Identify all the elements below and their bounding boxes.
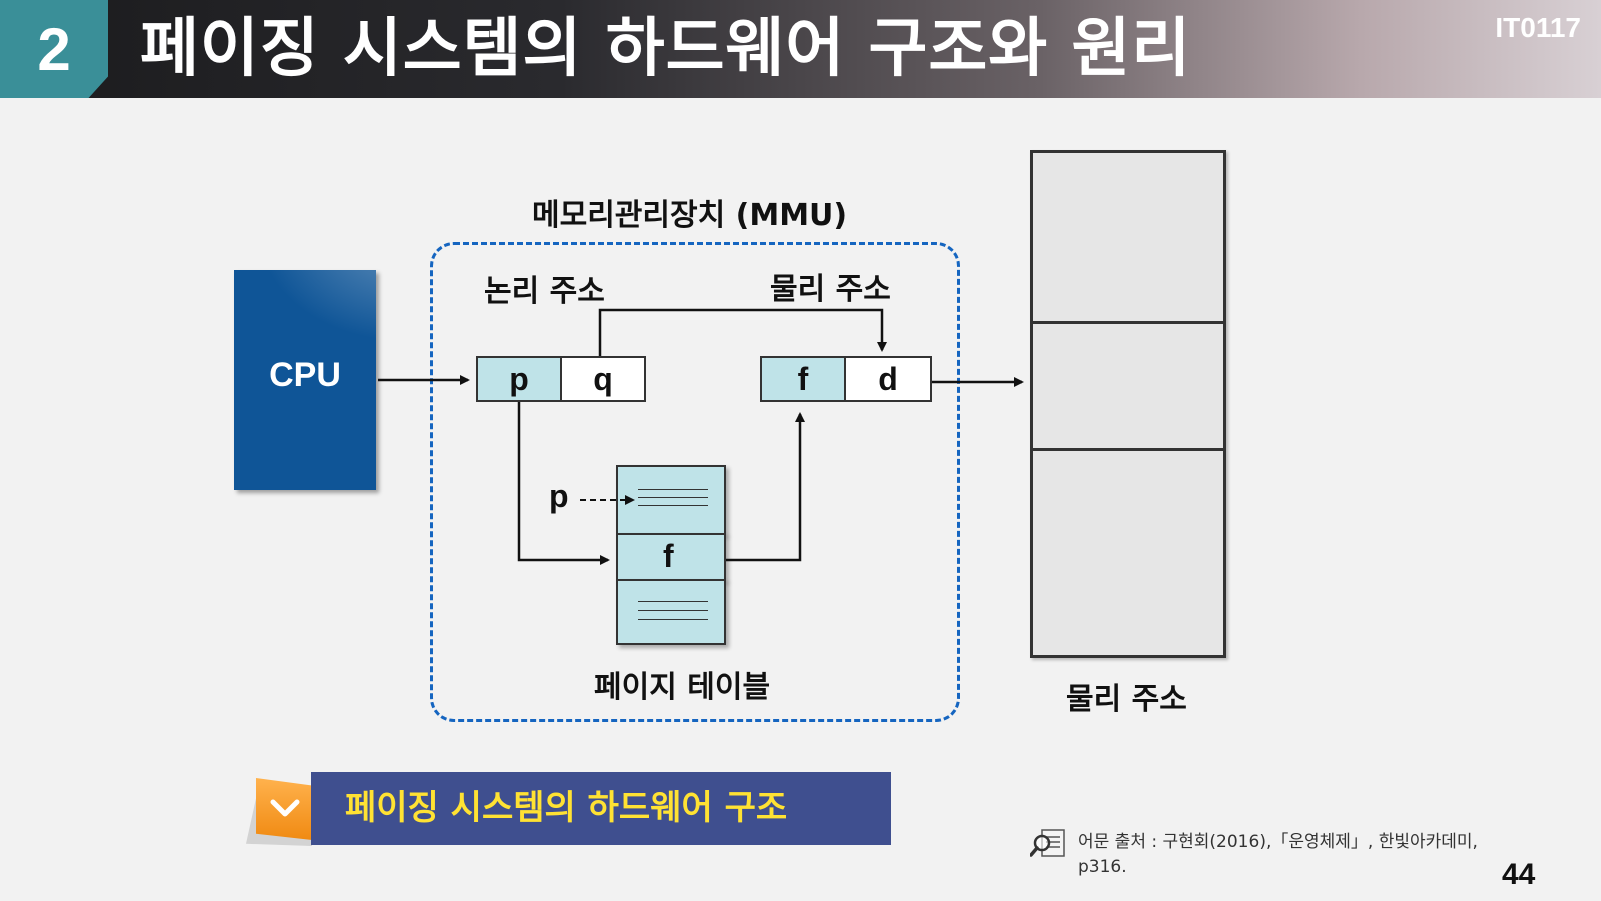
physical-offset-cell: d	[844, 356, 932, 402]
physical-frame-cell: f	[760, 356, 846, 402]
cpu-block: CPU	[234, 270, 376, 490]
caption-tab	[256, 778, 312, 840]
table-row-line	[638, 610, 708, 611]
arrow-table-to-frame	[726, 412, 805, 562]
chevron-down-icon	[270, 792, 300, 827]
page-table-frame-entry: f	[663, 538, 674, 574]
logical-address-label: 논리 주소	[484, 274, 605, 309]
page-table-label: 페이지 테이블	[594, 670, 771, 705]
page-number: 44	[1502, 858, 1536, 891]
table-row-line	[638, 619, 708, 620]
arrow-offset-to-physical	[598, 308, 887, 356]
magnifier-document-icon	[1029, 828, 1066, 858]
source-citation: 어문 출처 : 구현회(2016),「운영체제」, 한빛아카데미, p316.	[1078, 830, 1508, 880]
cpu-highlight	[234, 270, 376, 360]
logical-offset-cell: q	[560, 356, 646, 402]
page-table-pointer-label: p	[549, 478, 569, 514]
caption-bar: 페이징 시스템의 하드웨어 구조	[311, 772, 891, 845]
table-row-line	[638, 489, 708, 490]
physical-memory	[1030, 150, 1226, 658]
caption-text: 페이징 시스템의 하드웨어 구조	[345, 788, 788, 828]
arrow-page-to-table	[517, 402, 610, 565]
mmu-label: 메모리관리장치 (MMU)	[532, 198, 848, 233]
mmu-boundary	[430, 242, 960, 722]
memory-frame-divider	[1033, 448, 1223, 451]
course-code: IT0117	[1495, 12, 1581, 43]
table-row-line	[638, 601, 708, 602]
slide-title: 페이징 시스템의 하드웨어 구조와 원리	[140, 12, 1192, 86]
page-table-row-bottom	[616, 579, 726, 645]
slide-header: 2 페이징 시스템의 하드웨어 구조와 원리 IT0117	[0, 0, 1601, 98]
section-number-badge: 2	[0, 0, 108, 98]
table-row-line	[638, 497, 708, 498]
cpu-label: CPU	[269, 356, 341, 394]
physical-address-label-mmu: 물리 주소	[770, 272, 891, 307]
memory-frame-divider	[1033, 321, 1223, 324]
source-line-1: 어문 출처 : 구현회(2016),「운영체제」, 한빛아카데미,	[1078, 832, 1478, 852]
source-line-2: p316.	[1078, 857, 1127, 877]
table-row-line	[638, 505, 708, 506]
physical-memory-label: 물리 주소	[1066, 682, 1187, 717]
